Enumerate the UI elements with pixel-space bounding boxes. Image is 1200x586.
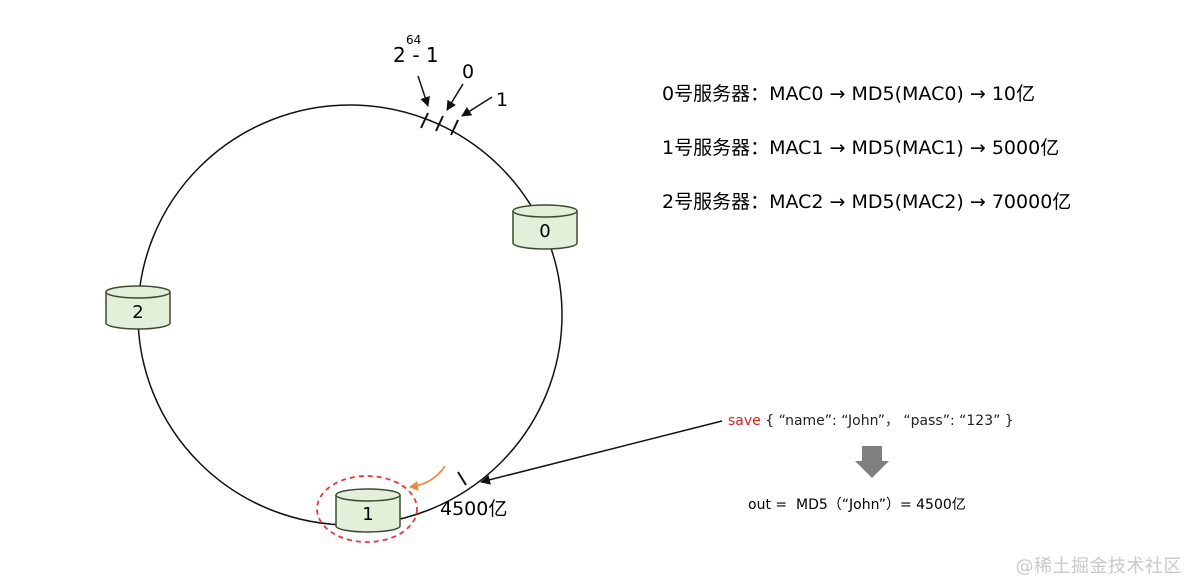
mapping-server-1: 1号服务器：MAC1 → MD5(MAC1) → 5000亿 (662, 137, 1059, 159)
server-0-label: 0 (539, 221, 550, 242)
mapping-server-0: 0号服务器：MAC0 → MD5(MAC0) → 10亿 (662, 83, 1035, 105)
tick-key (457, 471, 467, 486)
server-2-label: 2 (132, 302, 143, 323)
down-arrow-icon (855, 446, 889, 478)
hash-result-text: out = MD5（“John”）= 4500亿 (748, 497, 966, 513)
label-one: 1 (496, 89, 508, 111)
server-1-highlight (316, 475, 418, 543)
label-minus-one: - 1 (406, 43, 439, 67)
save-keyword: save (728, 413, 761, 429)
key-position-label: 4500亿 (440, 498, 507, 520)
mapping-server-2: 2号服务器：MAC2 → MD5(MAC2) → 70000亿 (662, 191, 1071, 213)
server-2: 2 (105, 285, 171, 330)
label-zero: 0 (462, 61, 474, 83)
label-two-pow-64: 2 (393, 43, 406, 67)
request-to-ring-arrow (480, 420, 723, 485)
request-text: save { “name”: “John”， “pass”: “123” } (728, 413, 1014, 429)
hash-ring (137, 104, 563, 526)
tick-one (450, 119, 459, 136)
server-1-label: 1 (362, 504, 373, 525)
server-0: 0 (512, 204, 578, 250)
label-exponent-64: 64 (406, 33, 421, 47)
server-1: 1 (335, 488, 401, 533)
tick-max (420, 112, 429, 129)
request-payload: { “name”: “John”， “pass”: “123” } (761, 413, 1014, 429)
label-two: 2 (393, 43, 406, 67)
arrow-to-one (461, 96, 493, 117)
clockwise-arrow (409, 465, 446, 491)
arrow-to-zero (446, 83, 464, 111)
tick-zero (435, 115, 444, 132)
watermark: @稀土掘金技术社区 (1015, 556, 1182, 577)
arrow-to-max (417, 75, 430, 107)
